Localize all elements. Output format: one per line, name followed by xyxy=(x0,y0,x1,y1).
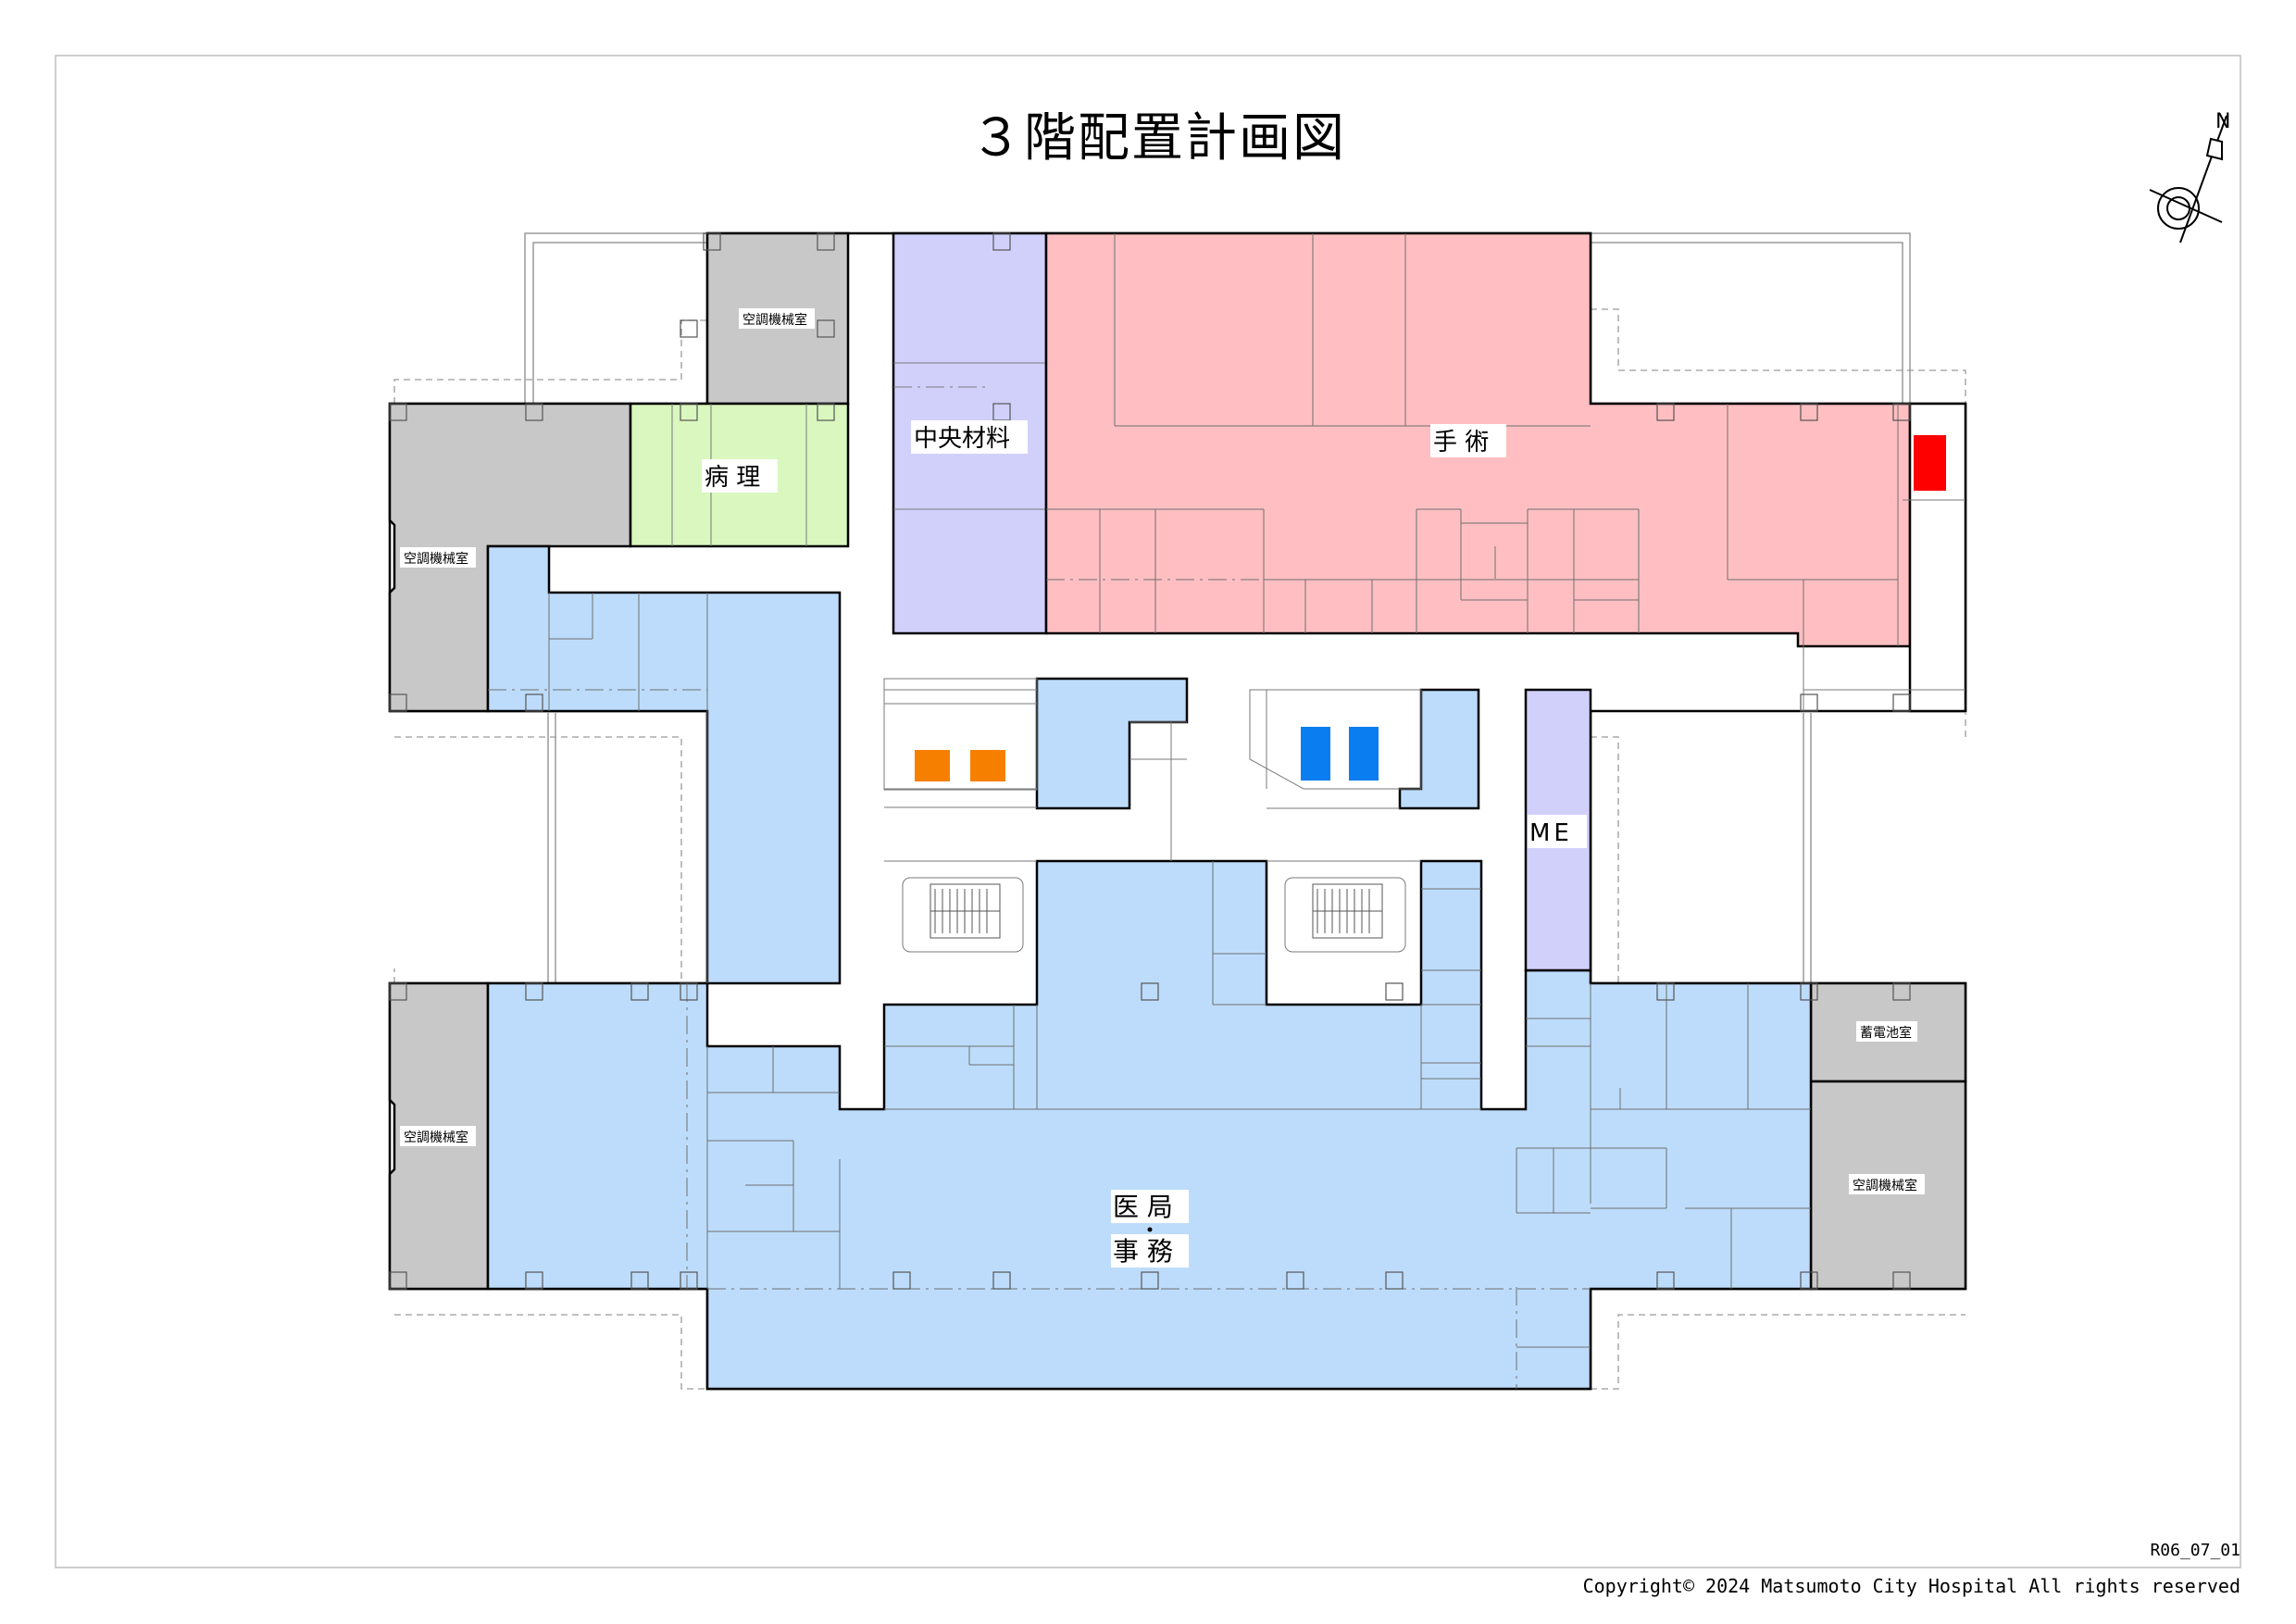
label-battery-room: 蓄電池室 xyxy=(1860,1025,1912,1041)
label-central-materials: 中央材料 xyxy=(914,425,1010,453)
orange-marker-1 xyxy=(915,750,950,781)
label-me: ME xyxy=(1529,819,1573,847)
office-partitions xyxy=(488,593,1811,1389)
north-letter: N xyxy=(2215,110,2230,133)
label-separator-dot xyxy=(1147,1227,1153,1232)
columns xyxy=(389,232,1911,1290)
label-ac-room-left-top: 空調機械室 xyxy=(404,551,468,567)
medical-office-main xyxy=(486,859,1813,1391)
label-ac-room-left-bottom: 空調機械室 xyxy=(404,1130,468,1145)
orange-marker-2 xyxy=(970,750,1005,781)
page-title: ３階配置計画図 xyxy=(970,108,1346,169)
medical-office-left-wing xyxy=(486,544,842,985)
blue-marker-2 xyxy=(1349,727,1379,781)
label-pathology: 病 理 xyxy=(705,464,760,492)
core-outlines xyxy=(883,678,1422,953)
stairs-icon xyxy=(930,883,1383,939)
dashed-outlines xyxy=(393,308,1966,1390)
label-surgery: 手 術 xyxy=(1433,429,1489,456)
surgery-partitions xyxy=(1046,233,1899,646)
label-ac-room-top: 空調機械室 xyxy=(742,312,807,328)
copyright-text: Copyright© 2024 Matsumoto City Hospital … xyxy=(1583,1575,2240,1597)
label-medical-office-line1: 医 局 xyxy=(1113,1192,1173,1222)
label-ac-room-right: 空調機械室 xyxy=(1853,1178,1917,1193)
red-marker xyxy=(1914,435,1946,491)
room-labels: 空調機械室 空調機械室 空調機械室 空調機械室 蓄電池室 病 理 中央材料 手 … xyxy=(400,308,1925,1268)
north-arrow-icon: N xyxy=(2149,110,2230,244)
blue-marker-1 xyxy=(1301,727,1330,781)
outer-outlines xyxy=(524,232,1911,983)
label-medical-office-line2: 事 務 xyxy=(1113,1236,1173,1267)
doc-code: R06_07_01 xyxy=(2150,1541,2240,1560)
